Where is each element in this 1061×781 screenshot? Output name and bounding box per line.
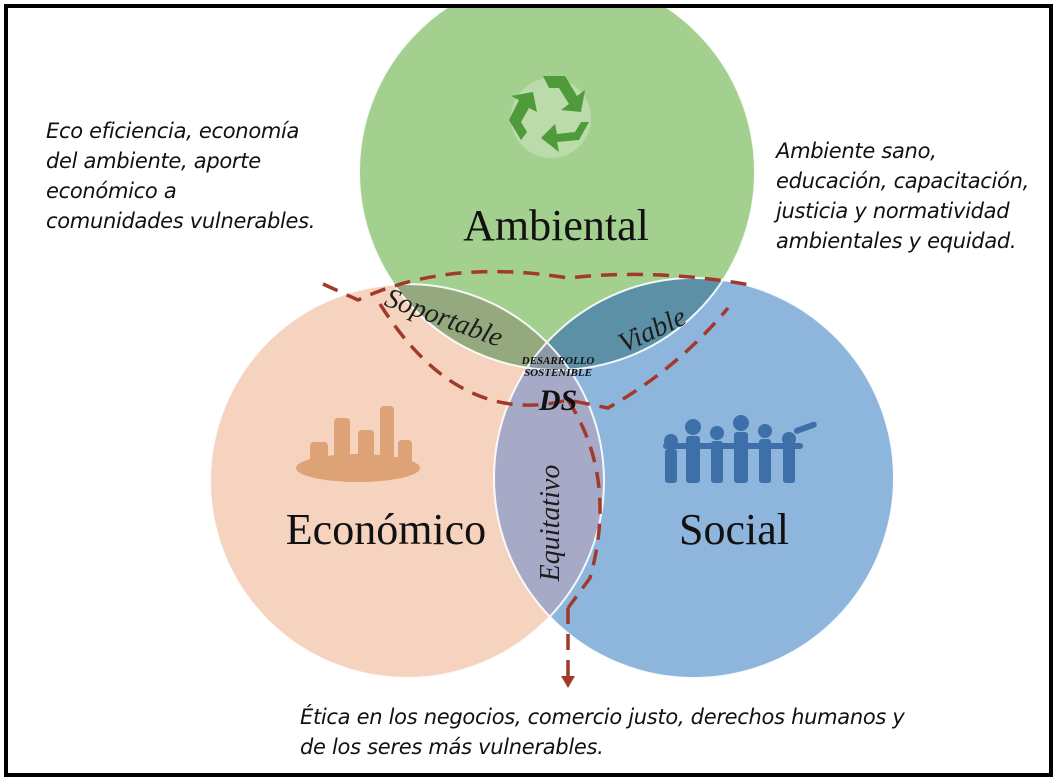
label-ds: DS — [538, 384, 577, 417]
circle-economico — [210, 284, 604, 678]
note-left-line: comunidades vulnerables. — [46, 209, 316, 233]
label-desarrollo: DESARROLLO — [521, 355, 595, 367]
dashed-guides — [322, 269, 757, 680]
money-icon — [296, 406, 420, 482]
label-ambiental: Ambiental — [463, 201, 649, 250]
note-left-line: económico a — [46, 179, 177, 203]
note-bottom-line: de los seres más vulnerables. — [300, 735, 604, 759]
label-sostenible: SOSTENIBLE — [524, 367, 592, 379]
note-right-line: educación, capacitación, — [776, 169, 1029, 193]
label-economico: Económico — [286, 505, 486, 554]
note-left: Eco eficiencia, economía del ambiente, a… — [46, 116, 336, 236]
label-social: Social — [679, 505, 789, 554]
note-bottom-line: Ética en los negocios, comercio justo, d… — [300, 705, 905, 729]
venn-diagram: Ambiental Económico Social Soportable Vi… — [209, 8, 895, 688]
note-left-line: Eco eficiencia, economía — [46, 119, 300, 143]
recycle-icon — [509, 76, 591, 158]
people-icon — [663, 415, 817, 483]
note-right: Ambiente sano, educación, capacitación, … — [776, 136, 1046, 256]
circle-ambiental — [359, 8, 755, 370]
note-left-line: del ambiente, aporte — [46, 149, 261, 173]
note-right-line: ambientales y equidad. — [776, 229, 1017, 253]
label-equitativo: Equitativo — [535, 465, 566, 583]
note-right-line: Ambiente sano, — [776, 139, 937, 163]
note-bottom: Ética en los negocios, comercio justo, d… — [300, 702, 960, 762]
diagram-frame: Ambiental Económico Social Soportable Vi… — [4, 4, 1053, 777]
note-right-line: justicia y normatividad — [776, 199, 1010, 223]
